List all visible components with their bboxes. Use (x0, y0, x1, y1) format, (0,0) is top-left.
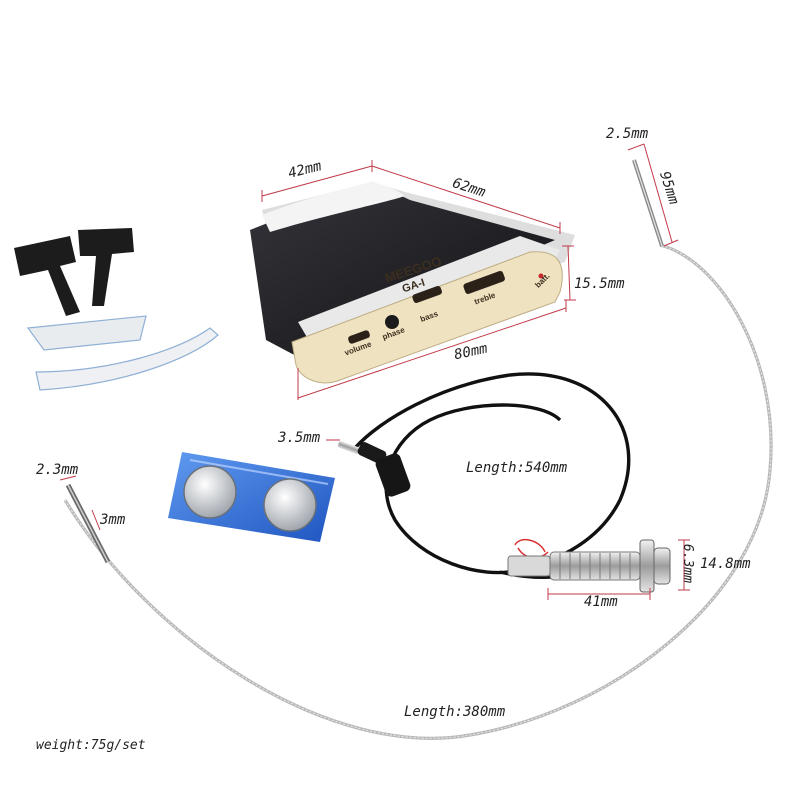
weight-caption: weight:75g/set (36, 738, 146, 753)
dimension-height: 15.5mm (574, 276, 625, 292)
battery-cell-2 (263, 478, 317, 532)
dimension-pickup-a-tip: 2.5mm (606, 126, 649, 142)
battery-pack (168, 452, 335, 542)
output-jack (507, 538, 671, 593)
dimension-cable-length: Length:540mm (466, 460, 568, 476)
dimension-pickup-cable-length: Length:380mm (404, 704, 506, 720)
dimension-socket-outer: 14.8mm (700, 556, 751, 572)
pickup-stick-top (632, 159, 664, 247)
battery-cell-1 (183, 465, 237, 519)
plug-3-5mm (337, 440, 411, 497)
dimension-socket-diameter: 6.3mm (680, 543, 696, 584)
pickup-device (250, 182, 575, 384)
adhesive-pads (14, 228, 134, 316)
dimension-pickup-b-tip: 2.3mm (36, 462, 79, 478)
shim-pieces (26, 315, 219, 391)
dimension-jack-plug: 3.5mm (278, 430, 321, 446)
pickup-stick-left (65, 483, 111, 564)
dimension-lines (59, 143, 690, 600)
dimension-pickup-b-body: 3mm (100, 512, 126, 528)
dimension-socket-length: 41mm (584, 594, 618, 610)
